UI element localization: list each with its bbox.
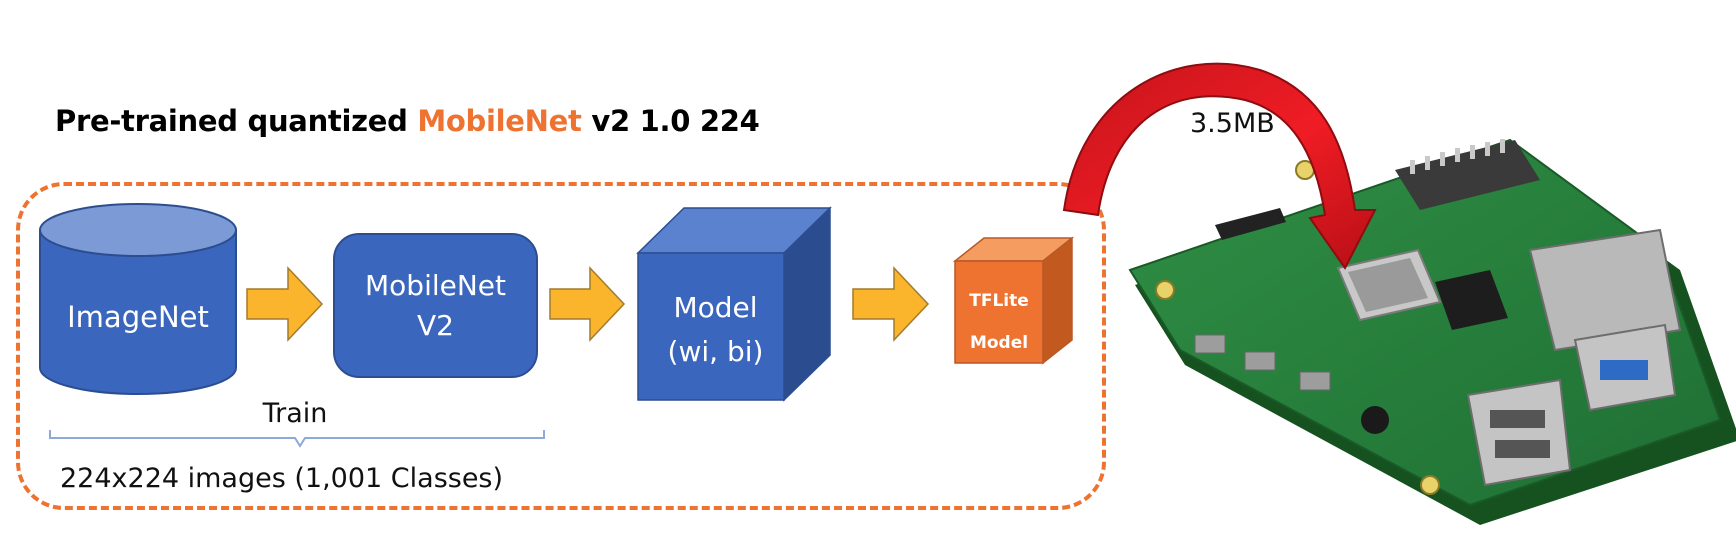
mobilenet-label-line2: V2 — [417, 308, 454, 342]
flow-arrow-1 — [246, 266, 324, 342]
train-brace — [49, 430, 545, 448]
tflite-label-line1: TFLite — [969, 291, 1029, 311]
model-cube — [636, 206, 832, 402]
title-prefix: Pre-trained quantized — [55, 104, 418, 138]
model-label-line2: (wi, bi) — [667, 335, 764, 368]
title-suffix: v2 1.0 224 — [581, 104, 760, 138]
page-title: Pre-trained quantized MobileNet v2 1.0 2… — [55, 104, 760, 138]
tflite-cube — [952, 236, 1075, 365]
tflite-label-line2: Model — [969, 333, 1029, 353]
pipeline-boundary — [16, 182, 1106, 510]
title-accent: MobileNet — [417, 104, 582, 138]
flow-arrow-2 — [549, 266, 626, 342]
imagenet-label: ImageNet — [67, 300, 209, 334]
imagenet-cylinder — [39, 203, 237, 395]
flow-arrow-3 — [852, 266, 930, 342]
deploy-arrow — [1062, 62, 1377, 270]
model-label: Model (wi, bi) — [638, 286, 793, 374]
mobilenet-v2-node: MobileNet V2 — [333, 233, 538, 378]
train-label: Train — [262, 398, 328, 429]
dataset-caption: 224x224 images (1,001 Classes) — [60, 463, 504, 494]
model-label-line1: Model — [673, 291, 758, 324]
tflite-label: TFLite Model — [955, 280, 1043, 364]
raspberry-pi-board-icon — [1128, 138, 1736, 525]
mobilenet-label-line1: MobileNet — [365, 268, 506, 302]
model-size-label: 3.5MB — [1190, 108, 1275, 139]
